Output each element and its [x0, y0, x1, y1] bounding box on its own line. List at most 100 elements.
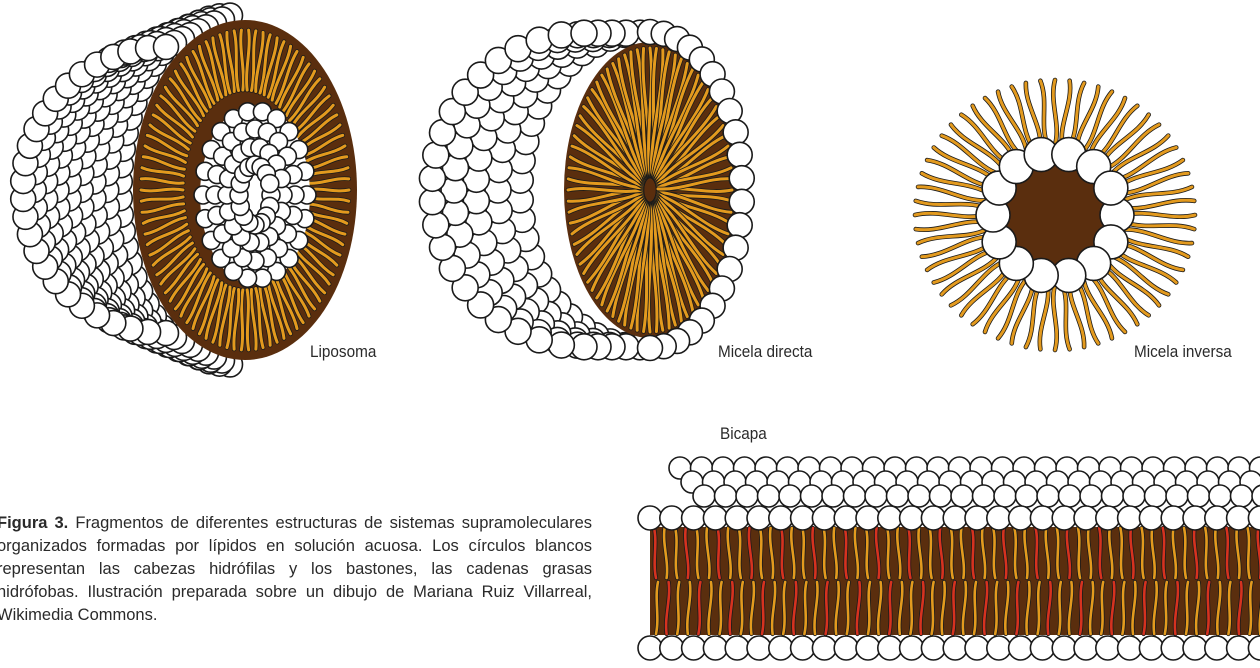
lipid-head: [682, 506, 706, 530]
lipid-head: [727, 142, 752, 167]
lipid-tail: [1250, 582, 1252, 634]
lipid-head: [1166, 485, 1188, 507]
lipid-head: [1074, 636, 1098, 660]
lipid-head: [812, 636, 836, 660]
lipid-head: [1183, 636, 1207, 660]
lipid-head: [1074, 506, 1098, 530]
lipid-head: [747, 506, 771, 530]
lipid-tail: [802, 528, 804, 578]
lipid-head: [715, 485, 737, 507]
lipid-head: [1009, 506, 1033, 530]
lipid-head: [419, 189, 445, 215]
lipid-tail: [762, 582, 764, 634]
lipid-tail: [868, 582, 870, 634]
direct-micelle-diagram: [419, 20, 754, 361]
lipid-tail: [1016, 582, 1018, 634]
lipid-head: [638, 636, 662, 660]
lipid-head: [703, 636, 727, 660]
lipid-head: [703, 506, 727, 530]
lipid-tail: [698, 582, 700, 634]
lipid-head: [729, 189, 754, 214]
lipid-tail: [141, 189, 183, 191]
lipid-head: [1161, 636, 1185, 660]
lipid-head: [1123, 485, 1145, 507]
lipid-tail: [1186, 582, 1188, 634]
lipid-head: [1094, 171, 1128, 205]
lipid-tail: [974, 582, 976, 634]
lipid-head: [943, 506, 967, 530]
lipid-head: [1205, 506, 1229, 530]
lipid-tail: [826, 582, 828, 634]
lipid-head: [1183, 506, 1207, 530]
lipid-head: [987, 506, 1011, 530]
inverse-micelle-diagram: [915, 80, 1195, 350]
lipid-tail: [932, 582, 934, 634]
lipid-head: [1118, 636, 1142, 660]
lipid-head: [1059, 485, 1081, 507]
lipid-tail: [247, 290, 248, 350]
lipid-tail: [1226, 528, 1228, 578]
lipid-head: [930, 485, 952, 507]
lipid-head: [1248, 636, 1260, 660]
lipid-head: [1052, 506, 1076, 530]
lipid-head: [727, 213, 752, 238]
lipid-head: [1227, 506, 1251, 530]
lipid-tail: [995, 582, 997, 634]
lipid-head: [423, 212, 449, 238]
lipid-tail: [741, 582, 743, 634]
lipid-head: [834, 506, 858, 530]
lipid-tail: [930, 528, 932, 578]
lipid-tail: [845, 528, 847, 578]
lipid-head: [900, 506, 924, 530]
lipid-tail: [916, 222, 986, 230]
lipid-head: [1139, 636, 1163, 660]
lipid-tail: [1036, 528, 1038, 578]
lipid-tail: [696, 528, 698, 578]
lipid-tail: [824, 528, 826, 578]
lipid-tail: [675, 528, 677, 578]
lipid-tail: [1207, 582, 1209, 634]
lipid-tail: [1101, 582, 1103, 634]
lipid-head: [1096, 636, 1120, 660]
lipid-head: [419, 165, 445, 191]
lipid-head: [965, 506, 989, 530]
lipid-head: [571, 20, 597, 46]
lipid-tail: [656, 582, 658, 634]
lipid-tail: [889, 582, 891, 634]
lipid-tail: [718, 528, 720, 578]
lipid-tail: [241, 290, 242, 350]
lipid-head: [769, 636, 793, 660]
lipid-tail: [972, 528, 974, 578]
lipid-head: [791, 636, 815, 660]
lipid-head: [878, 506, 902, 530]
lipid-head: [1188, 485, 1210, 507]
lipid-head: [943, 636, 967, 660]
lipid-head: [878, 636, 902, 660]
figure-number: Figura 3.: [0, 514, 68, 532]
lipid-head: [1118, 506, 1142, 530]
lipid-head: [1139, 506, 1163, 530]
lipid-head: [154, 34, 179, 59]
lipid-head: [1161, 506, 1185, 530]
lipid-head: [965, 636, 989, 660]
lipid-head: [736, 485, 758, 507]
lipid-head: [758, 485, 780, 507]
lipid-tail: [1080, 582, 1082, 634]
lipid-tail: [1125, 200, 1195, 208]
lipid-head: [973, 485, 995, 507]
label-bicapa: Bicapa: [720, 424, 767, 444]
lipid-head: [791, 506, 815, 530]
lipid-tail: [1057, 528, 1059, 578]
lipid-head: [725, 506, 749, 530]
lipid-head: [921, 506, 945, 530]
lipid-head: [1016, 485, 1038, 507]
lipid-tail: [1163, 528, 1165, 578]
bilayer-diagram: [638, 457, 1260, 660]
lipid-head: [1037, 485, 1059, 507]
lipid-head: [723, 120, 748, 145]
lipid-tail: [677, 582, 679, 634]
lipid-head: [693, 485, 715, 507]
lipid-tail: [993, 528, 995, 578]
lipid-head: [900, 636, 924, 660]
lipid-head: [834, 636, 858, 660]
